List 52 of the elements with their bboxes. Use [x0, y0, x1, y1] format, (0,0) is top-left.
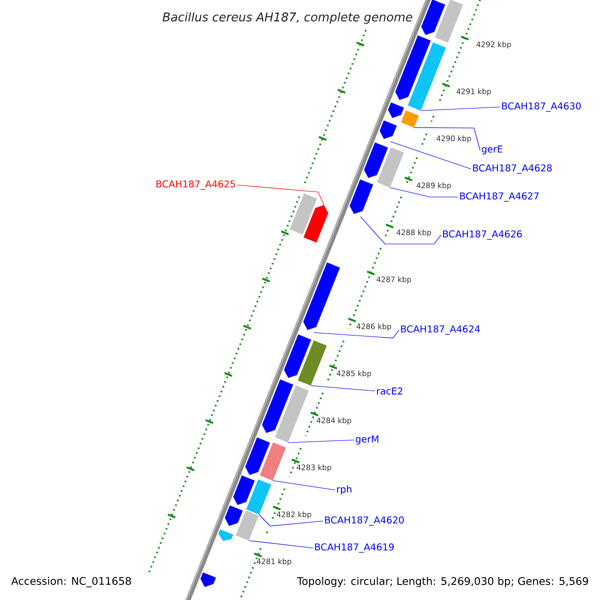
leader-line — [236, 184, 324, 206]
leader-line — [258, 514, 324, 526]
gene-box — [377, 147, 404, 188]
title: Bacillus cereus AH187, complete genome — [162, 12, 412, 24]
gene-label: racE2 — [377, 387, 402, 395]
gene-block — [245, 437, 270, 475]
gene-box — [290, 193, 318, 235]
gene-label: BCAH187_A4626 — [443, 230, 522, 240]
gene-box — [246, 479, 272, 515]
gene-label: BCAH187_A4620 — [325, 516, 404, 526]
gene-block — [364, 142, 388, 178]
gene-box — [236, 510, 259, 541]
gene-block — [233, 475, 255, 505]
gene-label: BCAH187_A4625 — [156, 180, 235, 190]
gene-label: BCAH187_A4627 — [460, 192, 539, 202]
gene-label: gerE — [482, 146, 502, 154]
leader-line — [288, 440, 354, 443]
gene-box — [408, 42, 446, 111]
gene-box — [260, 442, 286, 481]
gene-label: gerM — [356, 436, 378, 444]
leader-line — [360, 216, 442, 244]
gene-block — [304, 205, 328, 243]
leader-line — [390, 187, 458, 198]
gene-box — [275, 385, 309, 443]
gene-label: BCAH187_A4624 — [401, 325, 480, 335]
gene-box — [435, 0, 464, 43]
gene-block — [380, 120, 397, 139]
gene-box — [401, 110, 419, 128]
gene-label: BCAH187_A4619 — [315, 543, 394, 553]
leader-line — [420, 106, 500, 111]
genome-summary-text: Topology: circular; Length: 5,269,030 bp; Genes: 5,569 — [297, 576, 588, 588]
leader-line — [414, 127, 480, 150]
leader-line — [390, 141, 472, 170]
gene-block — [421, 0, 446, 35]
gene-label: rph — [337, 485, 352, 495]
leader-line — [272, 480, 336, 490]
gene-block — [303, 262, 340, 330]
gene-block — [284, 334, 312, 378]
gene-box — [298, 340, 327, 386]
gene-block — [388, 102, 404, 118]
accession-text: Accession: NC_011658 — [11, 576, 131, 588]
gene-block — [395, 35, 431, 100]
gene-block — [262, 379, 294, 433]
gene-label: BCAH187_A4630 — [502, 102, 581, 112]
gene-block — [200, 572, 216, 587]
leader-line — [310, 385, 376, 392]
leader-line — [248, 540, 314, 548]
leader-line — [314, 330, 400, 338]
gene-block — [350, 179, 374, 214]
gene-block — [218, 529, 234, 541]
gene-block — [224, 505, 243, 526]
gene-label: BCAH187_A4628 — [473, 164, 552, 174]
